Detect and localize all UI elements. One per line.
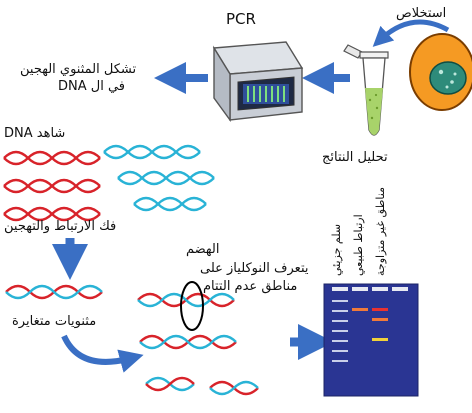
tube-icon	[343, 44, 389, 136]
variant-duplex-strands	[5, 284, 103, 300]
gel-lane-natural-label: ارتباط طبيعي	[352, 214, 365, 276]
control-dna-strands	[3, 150, 101, 222]
mismatch-highlight	[180, 281, 204, 331]
pcr-machine-icon	[212, 41, 304, 123]
arrow-extraction	[372, 19, 450, 47]
gel-lane-mismatch-label: مناطق غير متزاوجة	[374, 187, 387, 276]
variant-duplexes-label: مثنويات متغايرة	[12, 314, 97, 329]
arrow-to-digestion	[61, 334, 144, 373]
denature-anneal-label: فك الارتباط والتهجين	[4, 219, 117, 234]
gel-lane-ladder-label: سلم جزيئي	[330, 223, 343, 276]
extraction-label: استخلاص	[396, 6, 447, 21]
nuclease-label-2: مناطق عدم التتام	[203, 279, 298, 294]
heteroduplex-label-2: في ال DNA	[58, 79, 126, 94]
sample-dna-strands	[103, 144, 215, 212]
digestion-strands	[137, 292, 259, 396]
cell-icon	[409, 33, 472, 111]
control-dna-label: شاهد DNA	[4, 126, 66, 141]
gel-icon	[323, 283, 419, 397]
digestion-label: الهضم	[186, 242, 220, 257]
pcr-label: PCR	[226, 10, 256, 28]
nuclease-label-1: يتعرف النوكلياز على	[200, 261, 309, 276]
analysis-label: تحليل النتائج	[322, 150, 388, 165]
heteroduplex-label-1: تشكل المثنوي الهجين	[20, 62, 137, 77]
